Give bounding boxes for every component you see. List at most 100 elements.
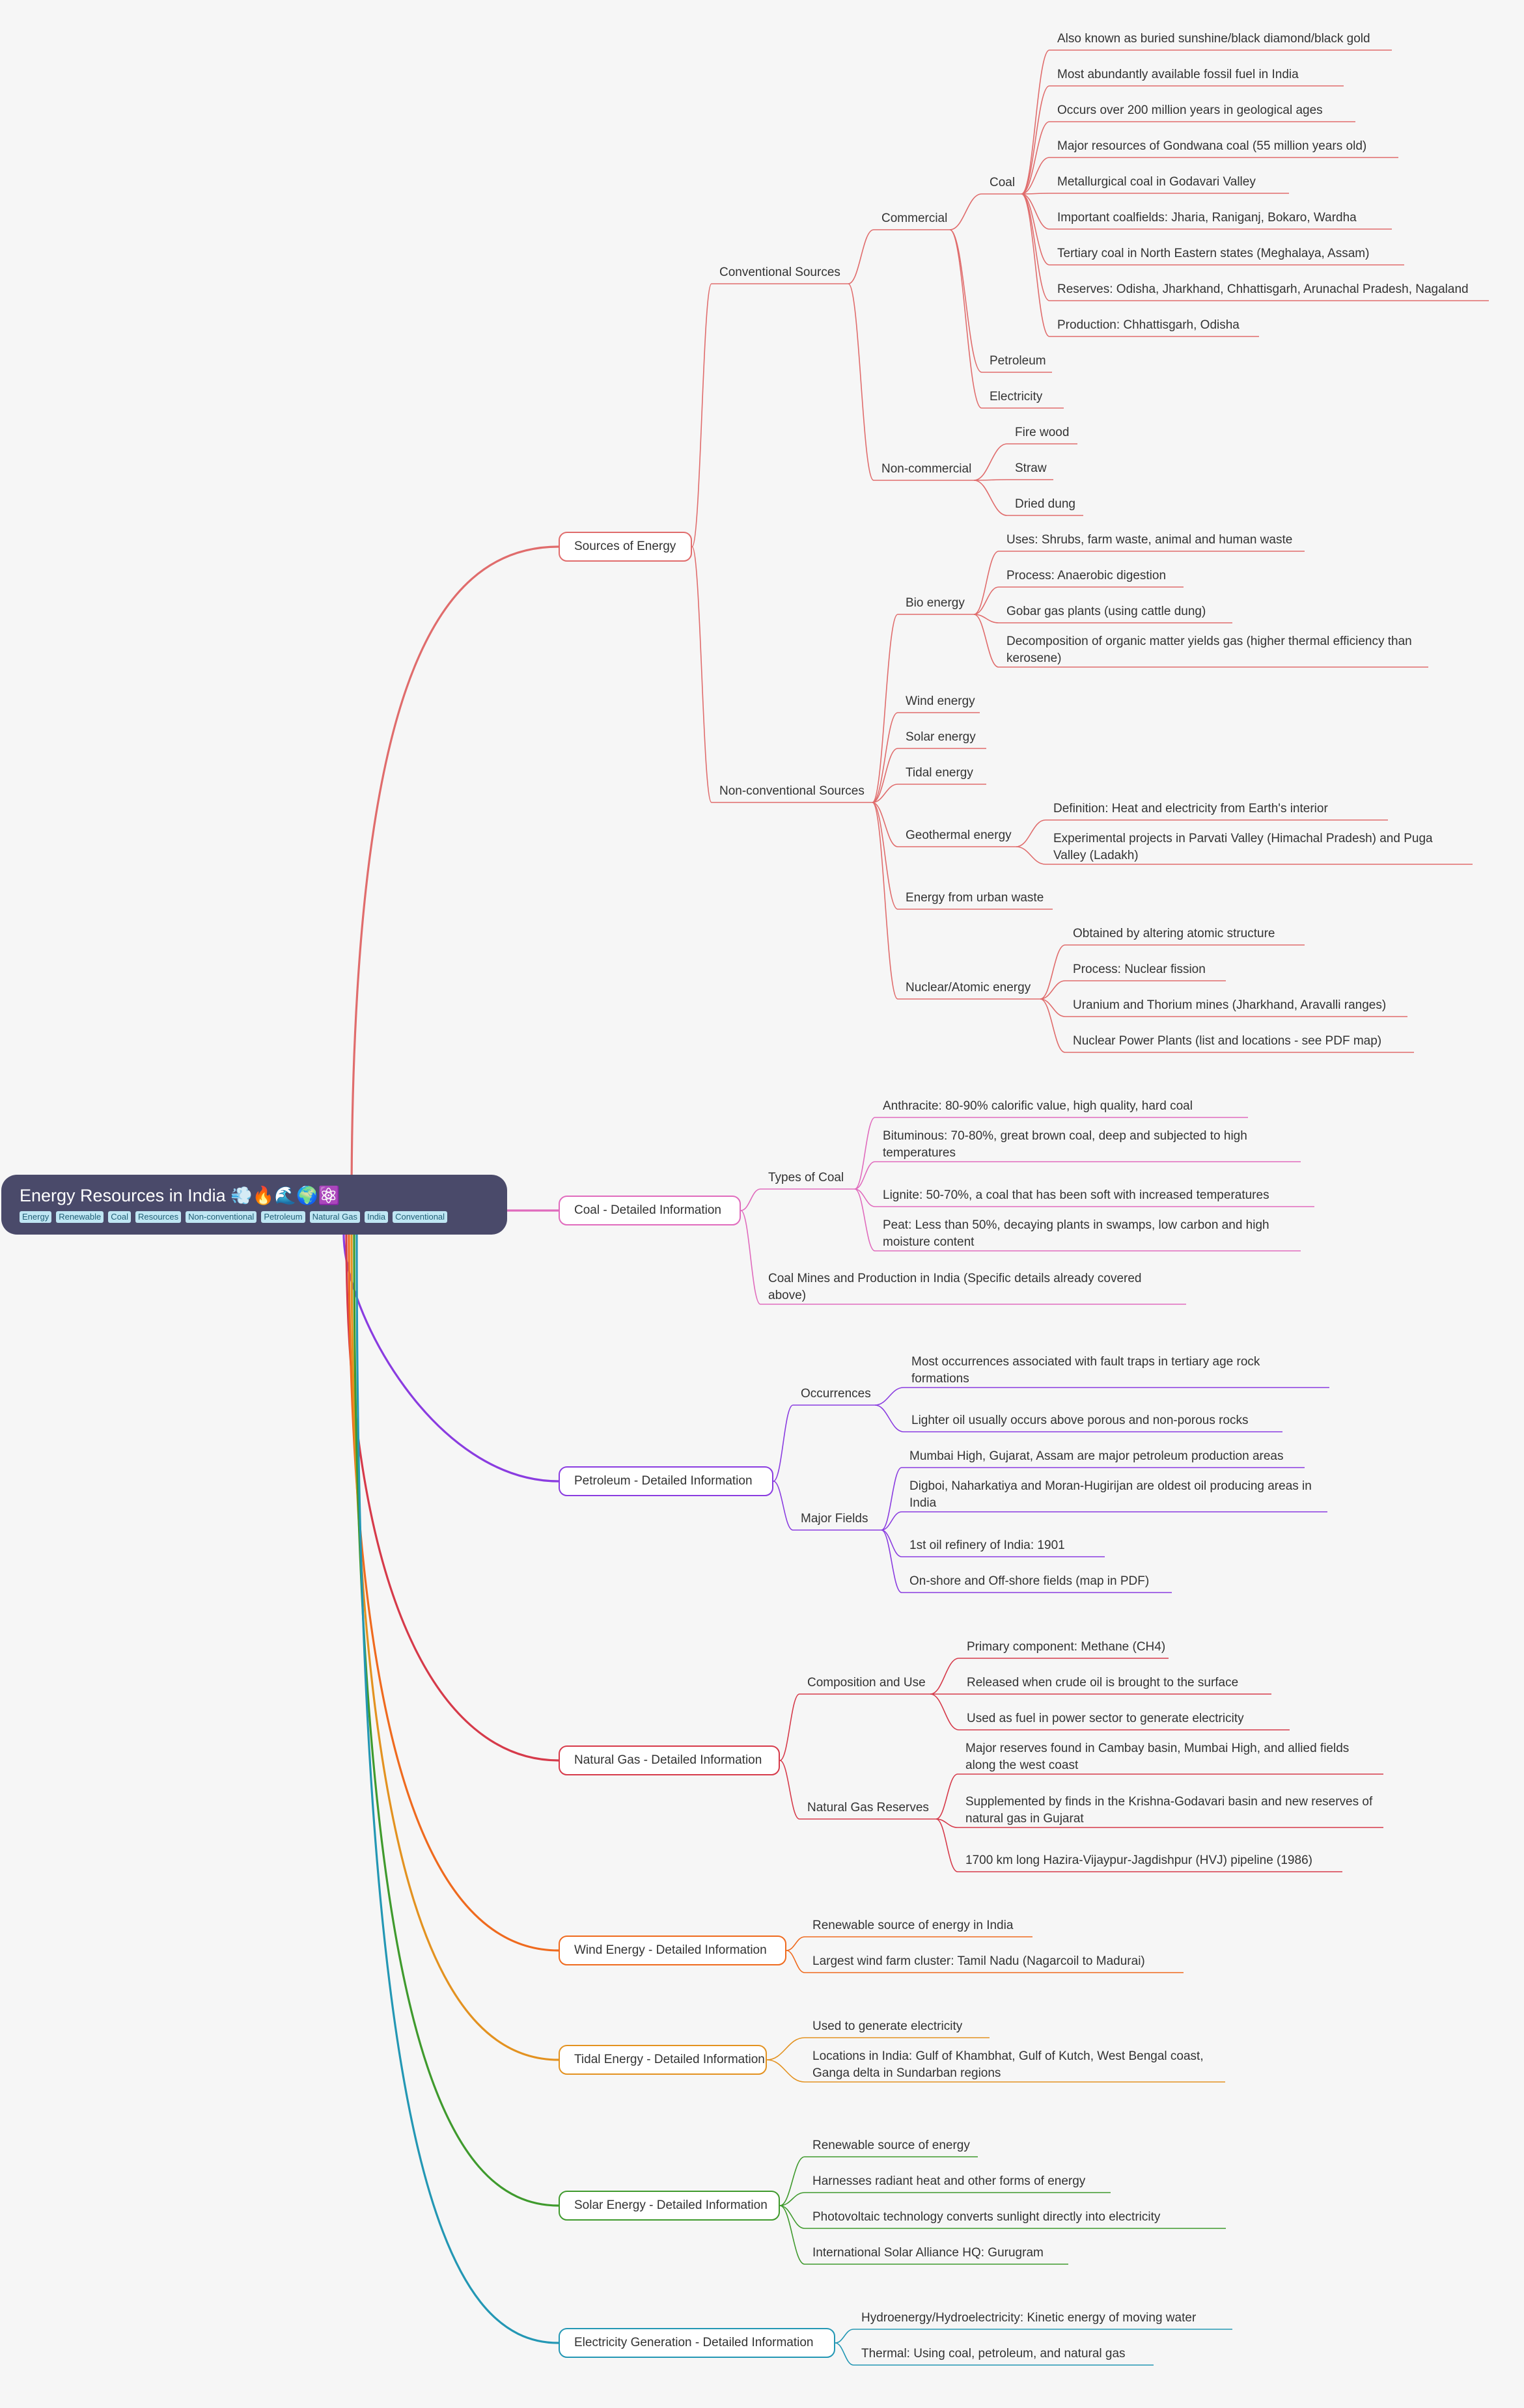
- node-major-resources-of-gondwana-coal-55-mill[interactable]: Major resources of Gondwana coal (55 mil…: [1057, 139, 1367, 153]
- branch-coal-detailed-information[interactable]: Coal - Detailed Information: [559, 1196, 741, 1225]
- tag[interactable]: India: [364, 1211, 389, 1223]
- node-uranium-and-thorium-mines-jharkhand-arav[interactable]: Uranium and Thorium mines (Jharkhand, Ar…: [1073, 998, 1387, 1012]
- node-geothermal-energy[interactable]: Geothermal energy: [906, 828, 1012, 842]
- node-nuclear-atomic-energy[interactable]: Nuclear/Atomic energy: [906, 981, 1031, 994]
- node-anthracite-80-90-calorific-value-high-qu[interactable]: Anthracite: 80-90% calorific value, high…: [883, 1099, 1193, 1113]
- tag[interactable]: Non-conventional: [186, 1211, 257, 1223]
- branch-sources-of-energy[interactable]: Sources of Energy: [559, 532, 692, 562]
- node-composition-and-use[interactable]: Composition and Use: [807, 1676, 926, 1690]
- connector: [1021, 85, 1050, 195]
- node-renewable-source-of-energy[interactable]: Renewable source of energy: [812, 2139, 970, 2152]
- node-solar-energy[interactable]: Solar energy: [906, 730, 976, 744]
- node-thermal-using-coal-petroleum-and-natural[interactable]: Thermal: Using coal, petroleum, and natu…: [861, 2347, 1126, 2360]
- node-reserves-odisha-jharkhand-chhattisgarh-a[interactable]: Reserves: Odisha, Jharkhand, Chhattisgar…: [1057, 282, 1469, 296]
- node-international-solar-alliance-hq-gurugram[interactable]: International Solar Alliance HQ: Gurugra…: [812, 2246, 1044, 2260]
- node-definition-heat-and-electricity-from-ear[interactable]: Definition: Heat and electricity from Ea…: [1053, 802, 1328, 815]
- node-decomposition-of-organic-matter-yields-g[interactable]: Decomposition of organic matter yields g…: [1006, 635, 1412, 665]
- tag[interactable]: Conventional: [393, 1211, 448, 1223]
- branch-petroleum-detailed-information[interactable]: Petroleum - Detailed Information: [559, 1466, 773, 1496]
- node-digboi-naharkatiya-and-moran-hugirijan-a[interactable]: Digboi, Naharkatiya and Moran-Hugirijan …: [909, 1479, 1312, 1510]
- node-natural-gas-reserves[interactable]: Natural Gas Reserves: [807, 1801, 929, 1814]
- node-metallurgical-coal-in-godavari-valley[interactable]: Metallurgical coal in Godavari Valley: [1057, 175, 1256, 189]
- node-production-chhattisgarh-odisha[interactable]: Production: Chhattisgarh, Odisha: [1057, 318, 1240, 332]
- node-straw[interactable]: Straw: [1015, 461, 1047, 475]
- node-renewable-source-of-energy-in-india[interactable]: Renewable source of energy in India: [812, 1919, 1014, 1932]
- branch-solar-energy-detailed-information[interactable]: Solar Energy - Detailed Information: [559, 2191, 780, 2221]
- node-gobar-gas-plants-using-cattle-dung[interactable]: Gobar gas plants (using cattle dung): [1006, 605, 1206, 618]
- connector: [1040, 944, 1066, 1000]
- connector: [848, 283, 874, 481]
- node-process-anaerobic-digestion[interactable]: Process: Anaerobic digestion: [1006, 569, 1167, 582]
- node-wind-energy[interactable]: Wind energy: [906, 694, 975, 708]
- connector: [773, 1481, 794, 1531]
- node-photovoltaic-technology-converts-sunligh[interactable]: Photovoltaic technology converts sunligh…: [812, 2210, 1161, 2224]
- node-occurs-over-200-million-years-in-geologi[interactable]: Occurs over 200 million years in geologi…: [1057, 103, 1323, 117]
- tag[interactable]: Natural Gas: [309, 1211, 360, 1223]
- connector: [930, 1658, 960, 1695]
- node-major-reserves-found-in-cambay-basin-mum[interactable]: Major reserves found in Cambay basin, Mu…: [965, 1742, 1350, 1772]
- node-used-to-generate-electricity[interactable]: Used to generate electricity: [812, 2019, 963, 2033]
- node-bio-energy[interactable]: Bio energy: [906, 596, 965, 610]
- node-bituminous-70-80-great-brown-coal-deep-a[interactable]: Bituminous: 70-80%, great brown coal, de…: [883, 1129, 1247, 1160]
- node-dried-dung[interactable]: Dried dung: [1015, 497, 1075, 511]
- branch-tidal-energy-detailed-information[interactable]: Tidal Energy - Detailed Information: [559, 2045, 767, 2075]
- connector: [881, 1529, 902, 1557]
- node-coal-mines-and-production-in-india-speci[interactable]: Coal Mines and Production in India (Spec…: [768, 1272, 1142, 1302]
- node-also-known-as-buried-sunshine-black-diam[interactable]: Also known as buried sunshine/black diam…: [1057, 32, 1370, 46]
- node-on-shore-and-off-shore-fields-map-in-pdf[interactable]: On-shore and Off-shore fields (map in PD…: [909, 1574, 1150, 1588]
- branch-electricity-generation-detailed-informat[interactable]: Electricity Generation - Detailed Inform…: [559, 2328, 835, 2358]
- tag[interactable]: Petroleum: [261, 1211, 305, 1223]
- node-uses-shrubs-farm-waste-animal-and-human-[interactable]: Uses: Shrubs, farm waste, animal and hum…: [1006, 533, 1293, 547]
- node-largest-wind-farm-cluster-tamil-nadu-nag[interactable]: Largest wind farm cluster: Tamil Nadu (N…: [812, 1954, 1145, 1968]
- node-used-as-fuel-in-power-sector-to-generate[interactable]: Used as fuel in power sector to generate…: [967, 1712, 1244, 1725]
- node-mumbai-high-gujarat-assam-are-major-petr[interactable]: Mumbai High, Gujarat, Assam are major pe…: [909, 1449, 1284, 1463]
- node-locations-in-india-gulf-of-khambhat-gulf[interactable]: Locations in India: Gulf of Khambhat, Gu…: [812, 2049, 1204, 2080]
- connector: [874, 1404, 904, 1432]
- connector: [881, 1529, 902, 1593]
- connector: [1021, 157, 1050, 195]
- node-non-commercial[interactable]: Non-commercial: [881, 462, 972, 476]
- node-types-of-coal[interactable]: Types of Coal: [768, 1171, 844, 1184]
- branch-connector: [342, 1234, 559, 1483]
- connector: [1021, 193, 1050, 266]
- node-conventional-sources[interactable]: Conventional Sources: [719, 266, 840, 279]
- node-petroleum[interactable]: Petroleum: [990, 354, 1046, 368]
- node-tertiary-coal-in-north-eastern-states-me[interactable]: Tertiary coal in North Eastern states (M…: [1057, 247, 1370, 260]
- node-process-nuclear-fission[interactable]: Process: Nuclear fission: [1073, 963, 1206, 976]
- tag[interactable]: Renewable: [56, 1211, 104, 1223]
- node-most-abundantly-available-fossil-fuel-in[interactable]: Most abundantly available fossil fuel in…: [1057, 68, 1299, 81]
- node-most-occurrences-associated-with-fault-t[interactable]: Most occurrences associated with fault t…: [911, 1355, 1260, 1386]
- node-hydroenergy-hydroelectricity-kinetic-ene[interactable]: Hydroenergy/Hydroelectricity: Kinetic en…: [861, 2311, 1197, 2325]
- node-primary-component-methane-ch4[interactable]: Primary component: Methane (CH4): [967, 1640, 1166, 1654]
- branch-natural-gas-detailed-information[interactable]: Natural Gas - Detailed Information: [559, 1745, 780, 1775]
- node-electricity[interactable]: Electricity: [990, 390, 1043, 404]
- node-energy-from-urban-waste[interactable]: Energy from urban waste: [906, 891, 1044, 905]
- node-tidal-energy[interactable]: Tidal energy: [906, 766, 973, 780]
- connector: [872, 802, 898, 1000]
- node-1700-km-long-hazira-vijaypur-jagdishpur-[interactable]: 1700 km long Hazira-Vijaypur-Jagdishpur …: [965, 1854, 1312, 1867]
- tag[interactable]: Coal: [108, 1211, 131, 1223]
- tag[interactable]: Energy: [20, 1211, 52, 1223]
- node-lignite-50-70-a-coal-that-has-been-soft-[interactable]: Lignite: 50-70%, a coal that has been so…: [883, 1188, 1269, 1202]
- node-coal[interactable]: Coal: [990, 176, 1016, 189]
- connector: [935, 1818, 958, 1872]
- connector: [1021, 193, 1050, 195]
- node-released-when-crude-oil-is-brought-to-th[interactable]: Released when crude oil is brought to th…: [967, 1676, 1239, 1690]
- node-nuclear-power-plants-list-and-locations-[interactable]: Nuclear Power Plants (list and locations…: [1073, 1034, 1382, 1048]
- node-important-coalfields-jharia-raniganj-bok[interactable]: Important coalfields: Jharia, Raniganj, …: [1057, 211, 1357, 225]
- node-harnesses-radiant-heat-and-other-forms-o[interactable]: Harnesses radiant heat and other forms o…: [812, 2174, 1086, 2188]
- node-1st-oil-refinery-of-india-1901[interactable]: 1st oil refinery of India: 1901: [909, 1539, 1065, 1552]
- node-occurrences[interactable]: Occurrences: [801, 1387, 871, 1401]
- node-supplemented-by-finds-in-the-krishna-god[interactable]: Supplemented by finds in the Krishna-God…: [965, 1795, 1373, 1826]
- node-peat-less-than-50-decaying-plants-in-swa[interactable]: Peat: Less than 50%, decaying plants in …: [883, 1218, 1269, 1249]
- node-commercial[interactable]: Commercial: [881, 212, 948, 225]
- branch-wind-energy-detailed-information[interactable]: Wind Energy - Detailed Information: [559, 1936, 786, 1965]
- node-non-conventional-sources[interactable]: Non-conventional Sources: [719, 784, 865, 798]
- node-obtained-by-altering-atomic-structure[interactable]: Obtained by altering atomic structure: [1073, 927, 1275, 940]
- node-lighter-oil-usually-occurs-above-porous-[interactable]: Lighter oil usually occurs above porous …: [911, 1414, 1249, 1427]
- node-fire-wood[interactable]: Fire wood: [1015, 426, 1070, 439]
- node-major-fields[interactable]: Major Fields: [801, 1512, 868, 1526]
- tag[interactable]: Resources: [135, 1211, 182, 1223]
- node-experimental-projects-in-parvati-valley-[interactable]: Experimental projects in Parvati Valley …: [1053, 832, 1433, 862]
- root-node[interactable]: Energy Resources in India 💨🔥🌊🌍⚛️ Energy …: [1, 1175, 507, 1235]
